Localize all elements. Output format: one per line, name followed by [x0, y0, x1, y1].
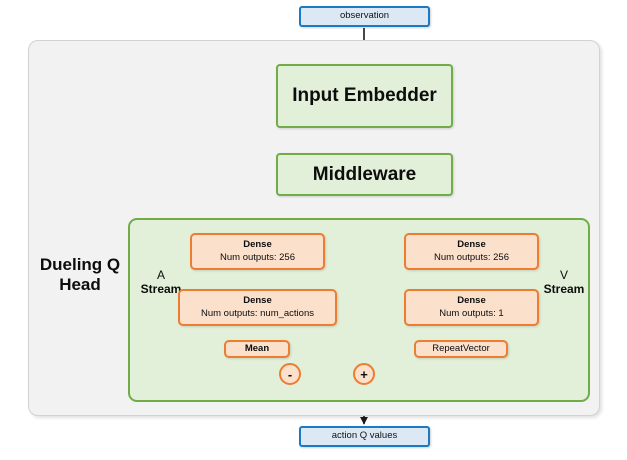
v-stream-letter: V — [559, 268, 568, 282]
mean-box[interactable]: Mean — [224, 340, 290, 358]
action-q-values-output-box[interactable]: action Q values — [299, 426, 430, 447]
a-stream-dense-num-actions-box[interactable]: Dense Num outputs: num_actions — [178, 289, 337, 326]
input-embedder-box[interactable]: Input Embedder — [276, 64, 453, 128]
add-op-node[interactable]: + — [353, 363, 375, 385]
v-stream-dense-1-title: Dense — [457, 294, 486, 306]
a-stream-dense-num-actions-outputs: Num outputs: num_actions — [200, 307, 314, 319]
v-stream-dense-1-box[interactable]: Dense Num outputs: 1 — [404, 289, 539, 326]
repeat-vector-box[interactable]: RepeatVector — [414, 340, 508, 358]
a-stream-dense-256-title: Dense — [243, 238, 272, 250]
v-stream-label: V Stream — [538, 268, 590, 297]
middleware-box[interactable]: Middleware — [276, 153, 453, 196]
dueling-q-head-label: Dueling Q Head — [39, 255, 121, 295]
v-stream-dense-256-title: Dense — [457, 238, 486, 250]
v-stream-sublabel: Stream — [543, 282, 585, 297]
subtract-op-node[interactable]: - — [279, 363, 301, 385]
a-stream-dense-256-box[interactable]: Dense Num outputs: 256 — [190, 233, 325, 270]
a-stream-dense-num-actions-title: Dense — [243, 294, 272, 306]
observation-input-box[interactable]: observation — [299, 6, 430, 27]
a-stream-label: A Stream — [135, 268, 187, 297]
a-stream-letter: A — [156, 268, 165, 282]
a-stream-dense-256-outputs: Num outputs: 256 — [220, 251, 295, 263]
v-stream-dense-256-box[interactable]: Dense Num outputs: 256 — [404, 233, 539, 270]
a-stream-sublabel: Stream — [140, 282, 182, 297]
v-stream-dense-256-outputs: Num outputs: 256 — [434, 251, 509, 263]
v-stream-dense-1-outputs: Num outputs: 1 — [439, 307, 504, 319]
